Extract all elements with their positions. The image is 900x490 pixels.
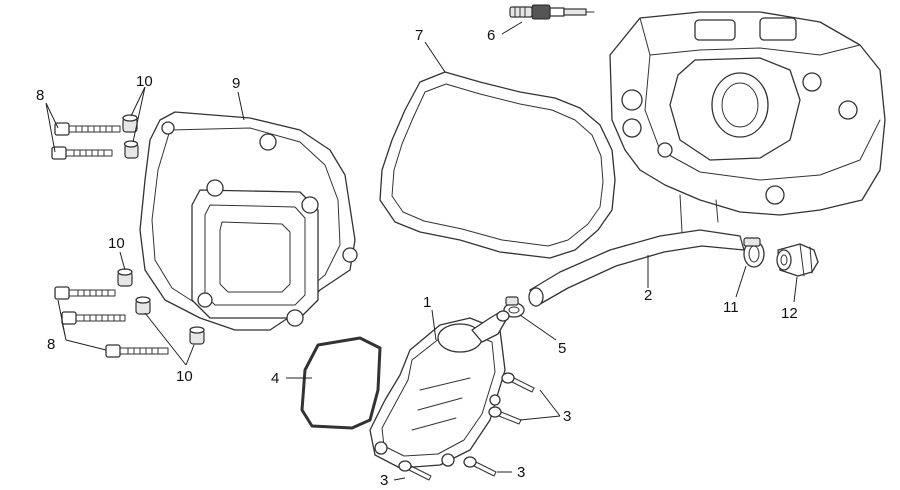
part-5-clamp <box>503 296 525 318</box>
part-1-housing <box>369 310 510 469</box>
callout-2: 2 <box>644 287 652 304</box>
callout-10a: 10 <box>136 73 153 90</box>
callout-8a: 8 <box>36 87 44 104</box>
callout-3b: 3 <box>517 464 525 481</box>
callout-5: 5 <box>558 340 566 357</box>
callout-9: 9 <box>232 75 240 92</box>
callout-10c: 10 <box>176 368 193 385</box>
part-7-gasket <box>379 71 616 259</box>
part-8-bolt-lower-3 <box>105 344 169 358</box>
callout-4: 4 <box>271 370 279 387</box>
part-8-bolt-upper <box>54 122 121 136</box>
part-11-clamp <box>743 237 765 268</box>
part-8-bolt-lower-2 <box>61 311 126 325</box>
callout-8b: 8 <box>47 336 55 353</box>
callout-11: 11 <box>723 299 739 316</box>
callout-labels: 1 2 3 3 3 4 5 6 7 8 8 9 10 10 10 11 12 <box>36 27 798 489</box>
callout-7: 7 <box>415 27 423 44</box>
cylinder-head <box>609 11 886 233</box>
callout-12: 12 <box>781 305 798 322</box>
part-3-screws <box>398 372 535 481</box>
part-4-o-ring <box>300 336 382 430</box>
part-12-fitting <box>776 243 819 277</box>
leader-lines <box>45 21 798 481</box>
part-6-spark-plug <box>509 4 595 20</box>
callout-1: 1 <box>423 294 431 311</box>
part-8-bolt-upper-2 <box>51 146 113 160</box>
callout-3a: 3 <box>563 408 571 425</box>
callout-10b: 10 <box>108 235 125 252</box>
part-9-head-cover <box>139 111 358 331</box>
part-8-bolt-lower-1 <box>54 286 116 300</box>
callout-3c: 3 <box>380 472 388 489</box>
callout-6: 6 <box>487 27 495 44</box>
